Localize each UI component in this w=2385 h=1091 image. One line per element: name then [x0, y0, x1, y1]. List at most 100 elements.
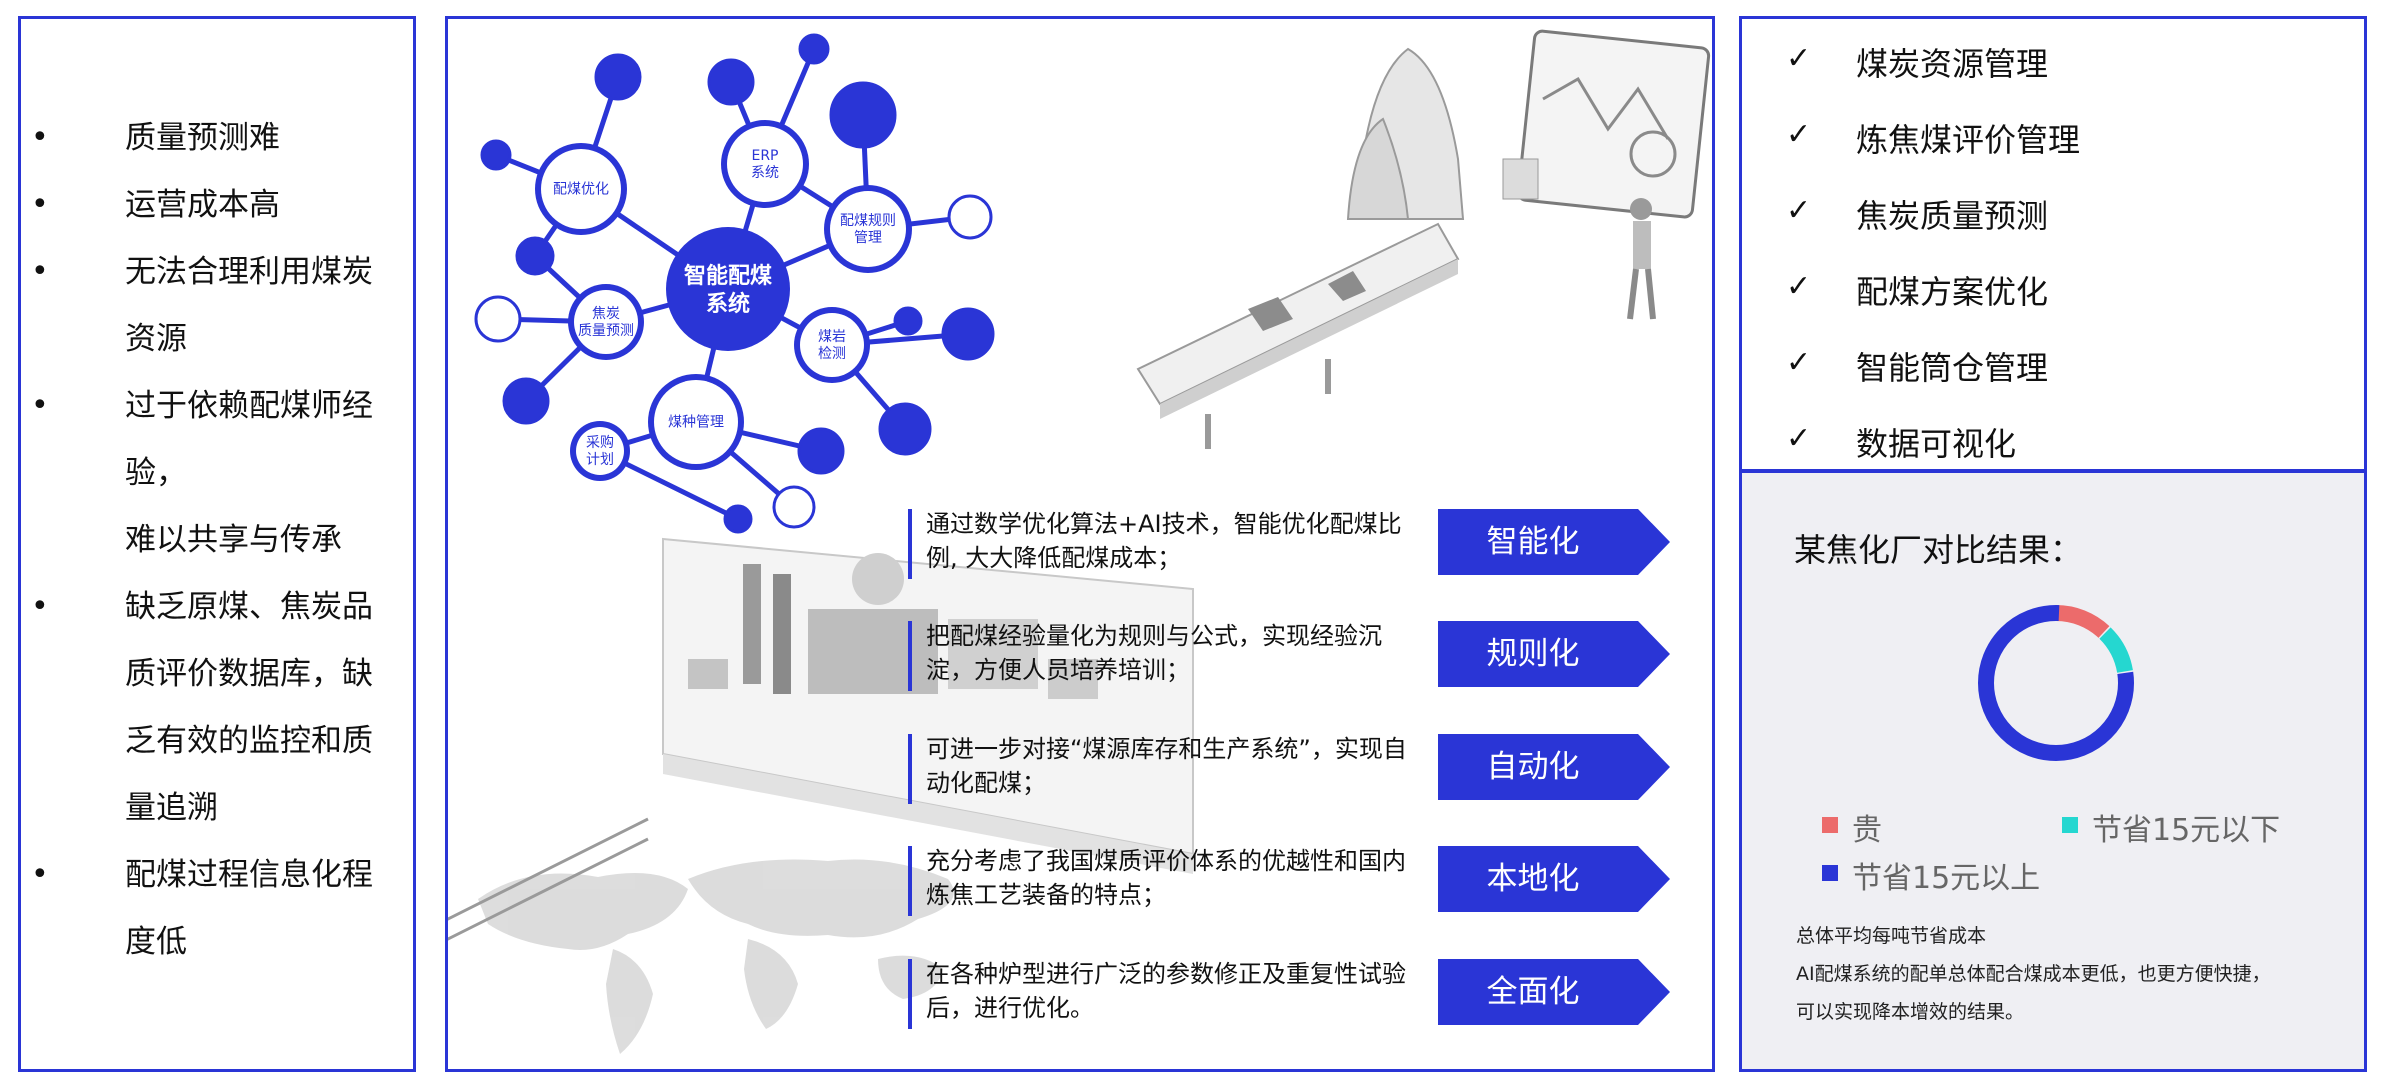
network-graph: 智能配煤系统配煤优化ERP系统配煤规则管理焦炭质量预测煤岩检测煤种管理采购计划: [474, 33, 995, 534]
module-node-inner: [830, 191, 906, 267]
pain-point-text: 量追溯: [125, 790, 218, 826]
module-node-label: 采购: [586, 435, 614, 451]
results-panel: 某焦化厂对比结果： 贵 节省15元以下节省15元以上总体平均每吨节省成本 AI配煤系…: [1739, 470, 2367, 1072]
results-title: 某焦化厂对比结果：: [1794, 531, 2083, 569]
feature-tag-label: 智能化: [1486, 524, 1580, 560]
module-node-inner: [541, 149, 621, 229]
satellite-node: [723, 504, 753, 534]
pain-point-text: 验，: [125, 455, 187, 491]
checkmark-icon: ✓: [1786, 345, 1812, 380]
module-node-inner: [800, 313, 864, 377]
checkmark-icon: ✓: [1786, 193, 1812, 228]
module-node-label: 检测: [818, 346, 846, 362]
footer-note: 可以实现降本增效的结果。: [1796, 1001, 2025, 1023]
module-node-label: 配煤优化: [553, 182, 609, 198]
feature-tag: 全面化: [1438, 959, 1670, 1025]
legend-label: 节省15元以上: [1852, 861, 2041, 896]
bullet-icon: •: [31, 857, 49, 892]
module-node-label: 质量预测: [578, 323, 634, 339]
center-node-label: 智能配煤: [684, 263, 772, 289]
satellite-node: [798, 33, 830, 65]
pain-point-text: 运营成本高: [125, 187, 280, 223]
pain-point-text: 度低: [125, 924, 187, 960]
pain-point-text: 乏有效的监控和质: [125, 723, 373, 759]
mountain-illustration: [1346, 47, 1465, 220]
person-illustration: [1627, 198, 1656, 320]
module-node-inner: [576, 427, 624, 475]
satellite-node: [515, 236, 555, 276]
pain-point-text: 资源: [125, 321, 187, 357]
footer-note: 总体平均每吨节省成本: [1796, 925, 1987, 947]
feature-tag: 本地化: [1438, 846, 1670, 912]
feature-tag: 自动化: [1438, 734, 1670, 800]
pain-points-panel: •质量预测难•运营成本高•无法合理利用煤炭资源•过于依赖配煤师经验，难以共享与传…: [18, 16, 416, 1072]
feature-description: 通过数学优化算法+AI技术，智能优化配煤比例, 大大降低配煤成本；: [926, 510, 1402, 572]
satellite-node: [594, 53, 642, 101]
satellite-node: [502, 377, 550, 425]
module-node-label: ERP: [751, 148, 778, 164]
function-item: 焦炭质量预测: [1856, 197, 2049, 235]
legend-swatch: [1822, 865, 1838, 881]
illustration-canvas: 智能配煤系统配煤优化ERP系统配煤规则管理焦炭质量预测煤岩检测煤种管理采购计划: [448, 29, 1711, 1054]
conveyor-illustration: [1136, 222, 1460, 449]
function-item: 炼焦煤评价管理: [1856, 121, 2081, 159]
monitor-illustration: [1502, 29, 1711, 219]
satellite-node: [947, 194, 993, 240]
module-node-label: 系统: [751, 165, 779, 181]
function-item: 配煤方案优化: [1856, 273, 2049, 311]
center-node-label: 系统: [706, 291, 750, 317]
feature-tag-label: 自动化: [1486, 749, 1580, 785]
feature-description: 可进一步对接“煤源库存和生产系统”，实现自动化配煤；: [926, 735, 1407, 797]
railway-illustration: [448, 817, 649, 941]
checkmark-icon: ✓: [1786, 41, 1812, 76]
satellite-node: [893, 306, 923, 336]
pain-point-text: 质评价数据库，缺: [125, 656, 373, 692]
feature-description: 充分考虑了我国煤质评价体系的优越性和国内炼焦工艺装备的特点；: [926, 847, 1406, 909]
bullet-icon: •: [31, 589, 49, 624]
donut-chart: [1978, 605, 2134, 761]
satellite-node: [878, 402, 932, 456]
feature-accent-bar: [908, 621, 912, 691]
center-node: [666, 227, 790, 351]
world-map-illustration: [478, 859, 954, 1054]
feature-accent-bar: [908, 509, 912, 579]
module-node-label: 配煤规则: [840, 213, 896, 229]
donut-slice: [1978, 605, 2134, 761]
module-node-label: 煤岩: [818, 329, 846, 345]
feature-tag-label: 本地化: [1486, 861, 1580, 897]
feature-tag-label: 全面化: [1486, 974, 1580, 1010]
module-node-label: 管理: [854, 230, 882, 246]
factory-illustration: [662, 537, 1194, 874]
feature-accent-bar: [908, 734, 912, 804]
pain-point-text: 过于依赖配煤师经: [125, 388, 373, 424]
function-item: 数据可视化: [1856, 425, 2017, 463]
checkmark-icon: ✓: [1786, 421, 1812, 456]
satellite-node: [829, 81, 897, 149]
satellite-node: [772, 485, 816, 529]
feature-tag-label: 规则化: [1486, 636, 1580, 672]
functions-panel: ✓煤炭资源管理✓炼焦煤评价管理✓焦炭质量预测✓配煤方案优化✓智能筒仓管理✓数据可…: [1739, 16, 2367, 472]
module-node-inner: [654, 380, 738, 464]
legend-label: 贵: [1852, 813, 1882, 848]
bullet-icon: •: [31, 120, 49, 155]
footer-note: AI配煤系统的配单总体配合煤成本更低，也更方便快捷，: [1796, 963, 2271, 985]
module-node-label: 焦炭: [592, 306, 620, 322]
bullet-icon: •: [31, 187, 49, 222]
feature-accent-bar: [908, 846, 912, 916]
module-node-label: 计划: [586, 452, 614, 468]
function-item: 智能筒仓管理: [1856, 349, 2049, 387]
bullet-icon: •: [31, 254, 49, 289]
legend-swatch: [1822, 817, 1838, 833]
pain-point-text: 配煤过程信息化程: [125, 857, 373, 893]
feature-tag: 规则化: [1438, 621, 1670, 687]
legend-label: 节省15元以下: [2092, 813, 2281, 848]
feature-tag: 智能化: [1438, 509, 1670, 575]
pain-point-text: 难以共享与传承: [125, 522, 342, 558]
feature-description: 在各种炉型进行广泛的参数修正及重复性试验后，进行优化。: [926, 960, 1406, 1022]
satellite-node: [474, 295, 522, 343]
satellite-node: [480, 139, 512, 171]
module-node-inner: [727, 126, 803, 202]
pain-point-text: 缺乏原煤、焦炭品: [125, 589, 373, 625]
pain-point-text: 无法合理利用煤炭: [125, 254, 373, 290]
